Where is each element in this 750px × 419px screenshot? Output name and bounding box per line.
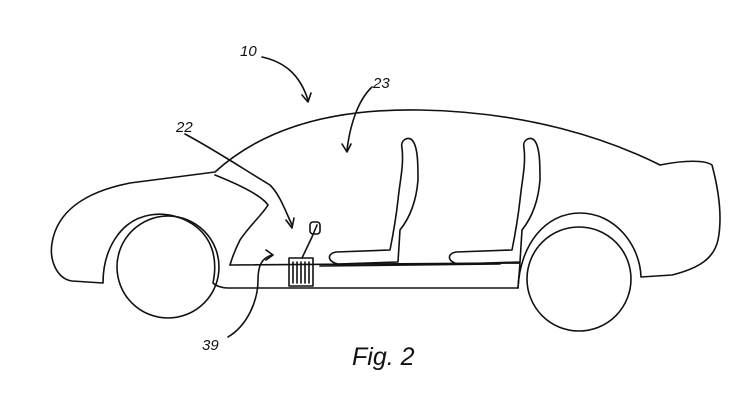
reference-label-component: 39 [202,337,219,354]
leader-22 [184,133,293,226]
hood-line [214,174,269,266]
reference-label-vehicle: 10 [240,43,257,60]
shift-knob [309,221,321,235]
front-seat [328,137,419,265]
shift-lever [301,224,318,259]
leader-39 [227,254,273,338]
vehicle-body-outline [50,109,721,289]
rear-seat [448,137,541,265]
reference-label-cabin: 23 [373,75,390,92]
leader-23 [346,86,373,151]
rear-wheel [526,226,632,332]
figure-caption: Fig. 2 [352,343,415,371]
floor-panel [229,262,521,289]
control-housing [288,257,314,287]
reference-label-assembly: 22 [176,119,193,136]
leader-10 [261,56,309,101]
front-wheel [116,215,220,319]
